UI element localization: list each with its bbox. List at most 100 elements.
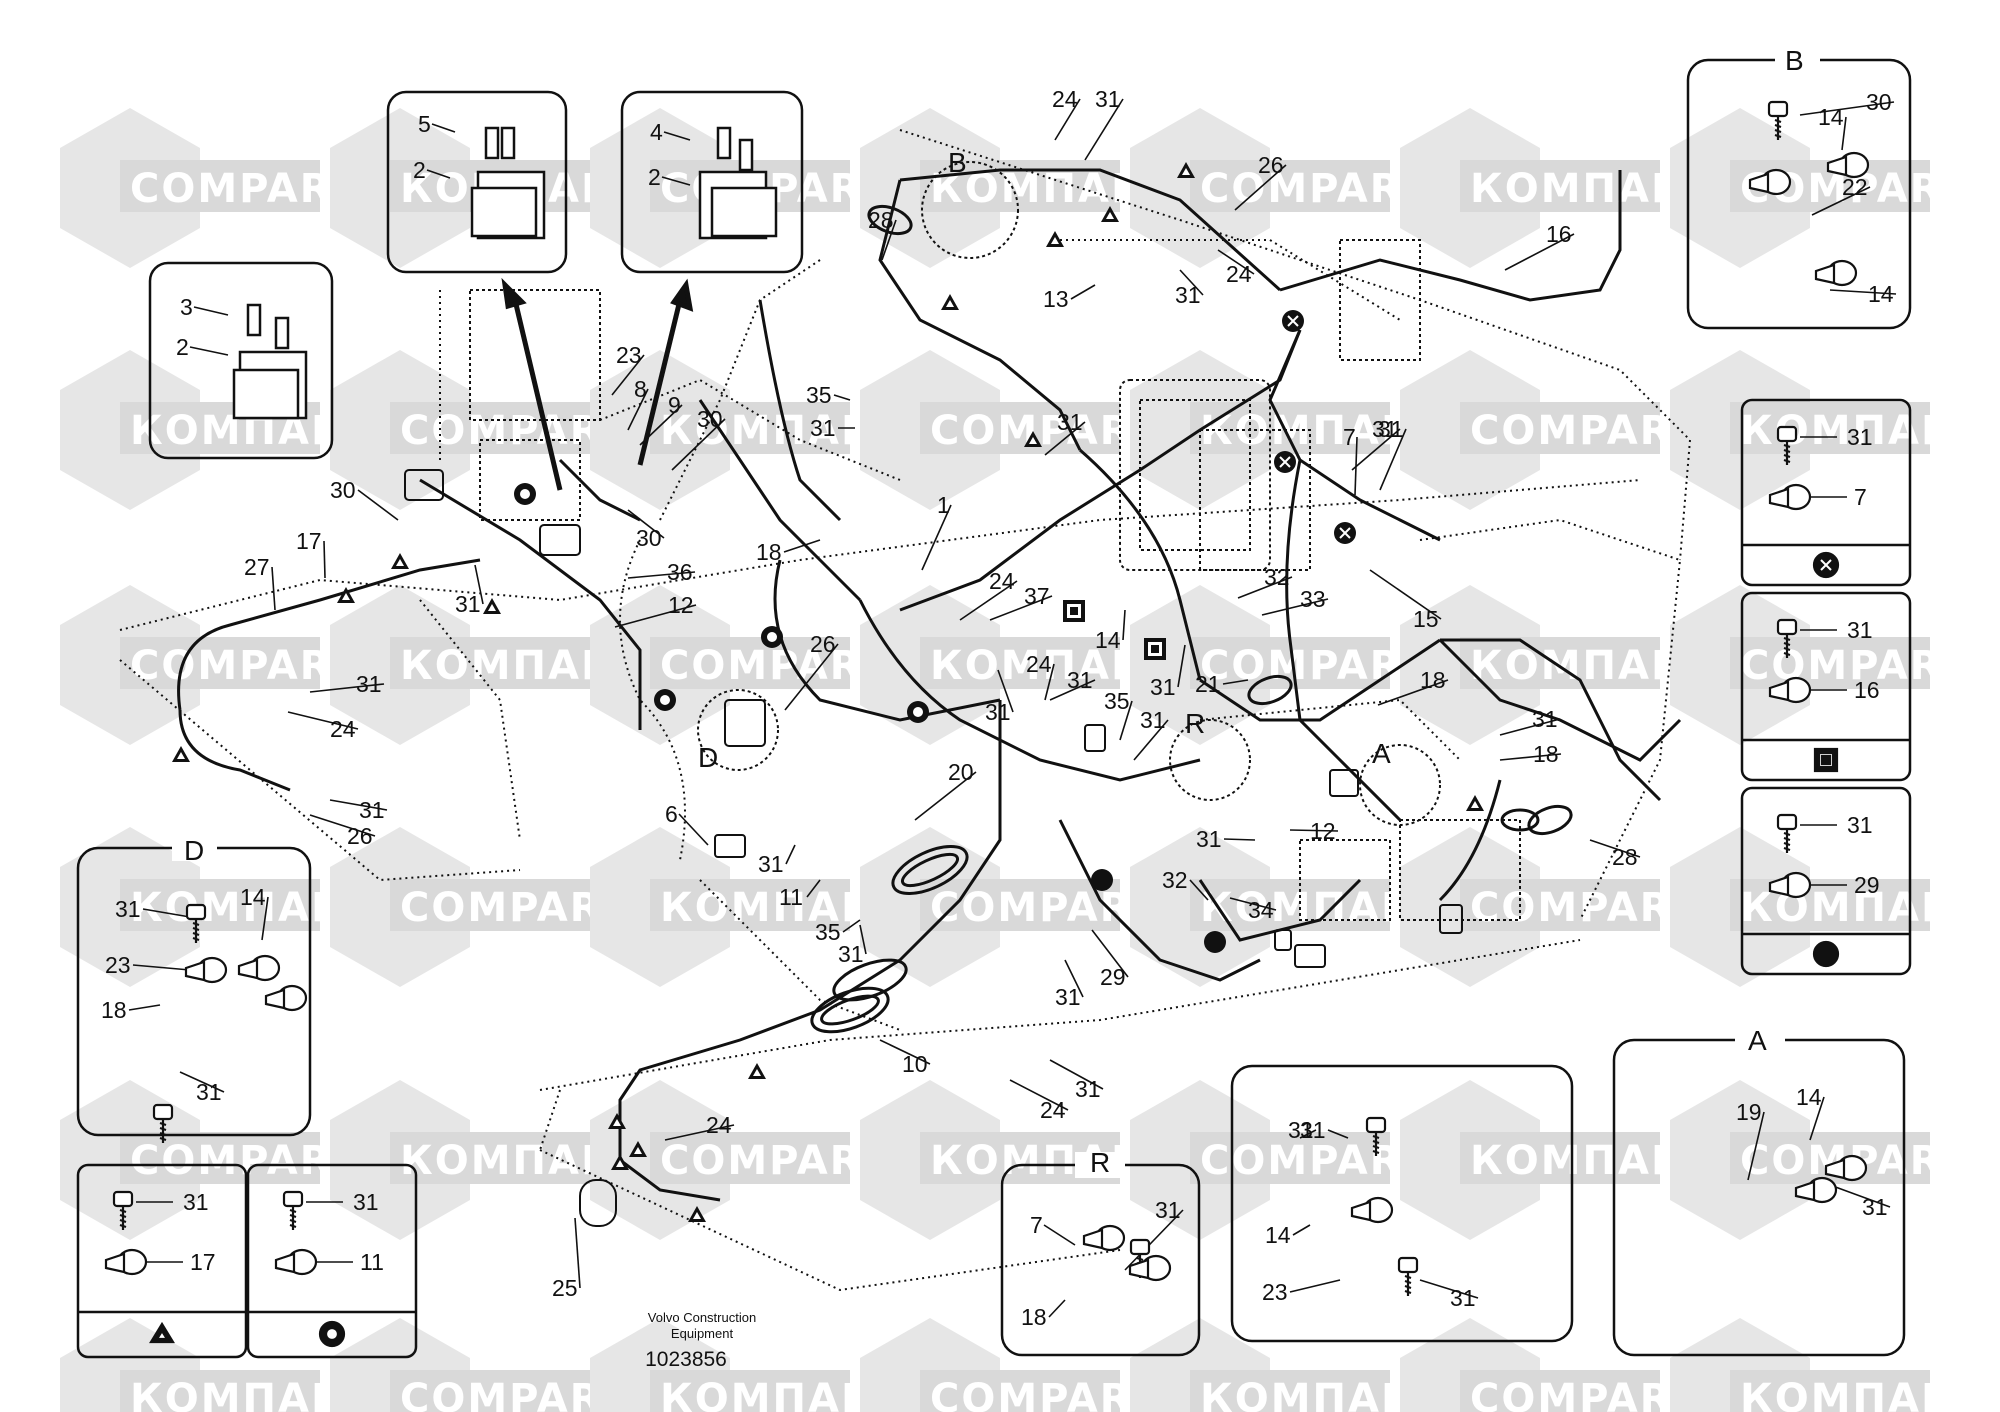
callout-18: 18	[756, 539, 782, 565]
watermark-text: COMPART	[930, 1376, 1160, 1412]
cable-clamp-icon	[104, 1248, 148, 1276]
watermark-tile: КОМПАРТ	[1130, 827, 1440, 987]
callout-14: 14	[1265, 1222, 1291, 1248]
callout-21: 21	[1195, 671, 1221, 697]
bolt-icon	[1397, 1256, 1419, 1296]
callout-2: 2	[176, 334, 189, 360]
triangle-marker	[629, 1141, 647, 1157]
watermark-tile: КОМПАРТ	[590, 827, 900, 987]
watermark-text: COMPART	[930, 408, 1160, 454]
callout-32: 32	[1162, 867, 1188, 893]
watermark-tile: COMPART	[1400, 1318, 1698, 1412]
callout-34: 34	[1248, 897, 1274, 923]
callout-19: 19	[1736, 1099, 1762, 1125]
callout-7: 7	[1343, 424, 1356, 450]
triangle-marker	[688, 1206, 706, 1222]
callout-25: 25	[552, 1275, 578, 1301]
cable-clamp-icon	[1794, 1176, 1838, 1204]
watermark-tile: COMPART	[1130, 108, 1428, 268]
callout-27: 27	[244, 554, 270, 580]
bolt-icon	[282, 1190, 304, 1230]
triangle-marker	[1101, 206, 1119, 222]
watermark-tile: КОМПАРТ	[590, 350, 900, 510]
triangle-marker	[172, 746, 190, 762]
triangle-marker	[483, 598, 501, 614]
watermark-text: КОМПАРТ	[1470, 1138, 1712, 1184]
detail-circles	[697, 161, 1441, 826]
callout-31: 31	[455, 591, 481, 617]
machine-frame	[119, 129, 1692, 1292]
watermark-text: COMPART	[660, 1138, 890, 1184]
legend-circle-x-icon	[1812, 551, 1840, 579]
watermark-tile: КОМПАРТ	[590, 1318, 902, 1412]
watermark-tile: КОМПАРТ	[330, 585, 640, 745]
callout-28: 28	[1612, 844, 1638, 870]
callout-15: 15	[1413, 606, 1439, 632]
callout-31: 31	[1175, 282, 1201, 308]
watermark-text: КОМПАРТ	[1470, 166, 1712, 212]
callout-14: 14	[1095, 627, 1121, 653]
bolt-icon	[112, 1190, 134, 1230]
callout-31: 31	[1300, 1117, 1326, 1143]
legend-clamp-ref: 29	[1854, 872, 1880, 898]
legend-bolt-ref: 31	[353, 1189, 379, 1215]
footer-block: Volvo Construction Equipment 1023856	[645, 1310, 756, 1371]
watermark-text: КОМПАРТ	[1740, 1376, 1982, 1412]
callout-24: 24	[1026, 651, 1052, 677]
callout-24: 24	[330, 716, 356, 742]
watermark-text: КОМПАРТ	[660, 1376, 902, 1412]
callout-26: 26	[1258, 152, 1284, 178]
detail-letter-R-main: R	[1185, 708, 1205, 739]
bolt-icon	[1767, 100, 1789, 140]
watermark-tile: COMPART	[1670, 585, 1968, 745]
watermark-text: COMPART	[130, 166, 360, 212]
triangle-marker	[1046, 231, 1064, 247]
bolt-icon	[1776, 618, 1798, 658]
watermark-tile: COMPART	[860, 827, 1158, 987]
detail-letter-B-header: B	[1785, 45, 1804, 76]
callout-30: 30	[697, 406, 723, 432]
manufacturer-name-line2: Equipment	[671, 1326, 734, 1341]
legend-bolt-ref: 31	[183, 1189, 209, 1215]
watermark-text: COMPART	[660, 643, 890, 689]
callout-18: 18	[1021, 1304, 1047, 1330]
callout-23: 23	[616, 342, 642, 368]
ring-marker	[654, 689, 676, 711]
callout-35: 35	[806, 382, 832, 408]
callout-20: 20	[948, 759, 974, 785]
callout-31: 31	[1372, 416, 1398, 442]
detail-letter-A-main: A	[1372, 738, 1391, 769]
watermark-text: COMPART	[130, 643, 360, 689]
ring-marker	[514, 483, 536, 505]
callout-8: 8	[634, 376, 647, 402]
callout-24: 24	[706, 1112, 732, 1138]
cable-clamp-icon	[1814, 259, 1858, 287]
legend-triangle-icon	[149, 1321, 175, 1344]
watermark-text: КОМПАРТ	[130, 1376, 372, 1412]
callout-26: 26	[347, 823, 373, 849]
watermark-text: COMPART	[130, 1138, 360, 1184]
filled-circle-marker	[1091, 869, 1113, 891]
callout-23: 23	[105, 952, 131, 978]
watermark-text: КОМПАРТ	[1200, 408, 1442, 454]
circle-x-marker	[1334, 522, 1356, 544]
legend-bolt-ref: 31	[1847, 617, 1873, 643]
callout-6: 6	[665, 801, 678, 827]
cable-clamp-icon	[264, 984, 308, 1012]
callout-14: 14	[1868, 281, 1894, 307]
watermark-tile: КОМПАРТ	[60, 350, 370, 510]
callout-31: 31	[1075, 1076, 1101, 1102]
callout-31: 31	[1155, 1197, 1181, 1223]
callout-leaders	[128, 98, 1897, 1318]
callout-31: 31	[1095, 86, 1121, 112]
callout-18: 18	[1533, 741, 1559, 767]
triangle-marker	[391, 553, 409, 569]
callout-2: 2	[648, 164, 661, 190]
main-connectors	[404, 469, 1463, 1227]
watermark-tile: COMPART	[860, 1318, 1160, 1412]
detail-letter-D-header: D	[184, 835, 204, 866]
callout-31: 31	[810, 415, 836, 441]
